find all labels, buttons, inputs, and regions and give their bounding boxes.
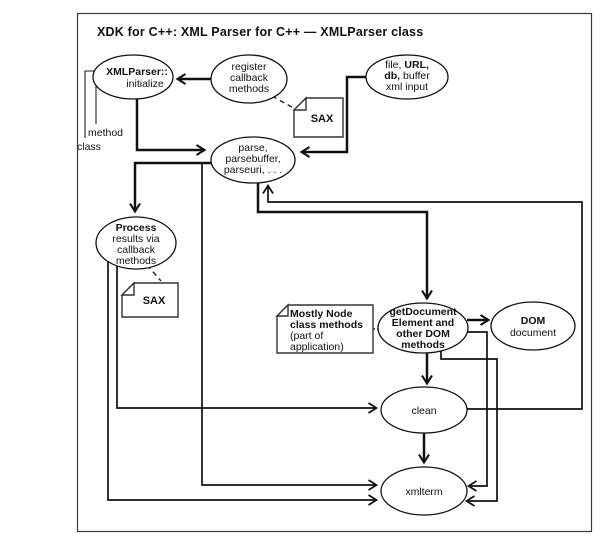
arrow-input-to-parse — [299, 75, 366, 158]
note-node-class-methods: Mostly Node class methods (part of appli… — [275, 303, 374, 354]
arrow-getdocument-to-xmlterm-upper — [466, 331, 488, 492]
node-process-results: Process results via callback methods — [95, 216, 177, 270]
xmlterm-label: xmlterm — [405, 486, 443, 498]
process-line2: results via — [112, 233, 159, 245]
diagram-border — [76, 12, 593, 533]
input-url-label: URL, — [404, 59, 429, 71]
diagram-title: XDK for C++: XML Parser for C++ — XMLPar… — [97, 25, 423, 39]
input-line3: xml input — [386, 81, 428, 93]
sax-document-left: SAX — [120, 281, 179, 318]
arrow-clean-back-to-parse — [262, 183, 583, 410]
getdocument-line1: getDocument — [389, 306, 457, 318]
arrow-parse-to-process — [129, 161, 213, 214]
register-line3: methods — [229, 83, 269, 95]
arrow-getdocument-to-xmlterm-lower — [440, 351, 498, 507]
register-line2: callback — [230, 72, 269, 84]
getdocument-ellipse — [377, 302, 469, 354]
clean-label: clean — [411, 405, 436, 417]
input-line2: db,buffer — [384, 70, 430, 82]
parse-line1: parse, — [238, 142, 267, 154]
parse-ellipse — [210, 136, 296, 184]
input-line1: file,URL, — [385, 59, 429, 71]
sax-left-label: SAX — [143, 295, 166, 307]
class-label: class — [77, 141, 101, 153]
domdocument-line2: document — [510, 327, 556, 339]
domdocument-line1: DOM — [521, 315, 546, 327]
register-line1: register — [231, 61, 267, 73]
note-line2: class methods — [290, 319, 363, 331]
getdocument-line2: Element and — [392, 317, 454, 329]
note-line1: Mostly Node — [290, 308, 353, 320]
input-file-label: file, — [385, 59, 401, 71]
arrow-parse-to-xmlterm — [201, 163, 379, 491]
node-clean: clean — [380, 386, 468, 434]
arrow-parse-to-getdocument — [256, 181, 433, 301]
xmlparser-ellipse — [92, 54, 174, 100]
sax-top-label: SAX — [311, 113, 334, 125]
xmlterm-ellipse — [380, 466, 468, 516]
node-xmlparser-initialize: XMLParser:: initialize — [92, 54, 174, 100]
process-line1: Process — [116, 222, 157, 234]
input-ellipse — [365, 54, 449, 100]
node-getdocument: getDocument Element and other DOM method… — [377, 302, 469, 354]
getdocument-line3: other DOM — [396, 328, 450, 340]
sax-top-fold-icon — [292, 96, 307, 111]
note-line4: application) — [290, 341, 344, 353]
xmlparser-method-label: initialize — [126, 78, 164, 90]
arrow-process-to-clean — [116, 266, 379, 414]
method-label: method — [88, 127, 123, 139]
node-xml-input: file,URL, db,buffer xml input — [365, 54, 449, 100]
register-ellipse — [210, 54, 288, 104]
getdocument-line4: methods — [401, 339, 445, 351]
process-ellipse — [95, 216, 177, 270]
note-fold-icon — [275, 303, 289, 317]
parse-line3: parseuri, . . . — [224, 164, 282, 176]
sax-document-top: SAX — [292, 96, 344, 138]
xmlparser-class-label: XMLParser:: — [106, 66, 168, 78]
arrow-initialize-to-parse — [135, 99, 207, 156]
node-xmlterm: xmlterm — [380, 466, 468, 516]
sax-left-fold-icon — [120, 281, 135, 296]
node-parse: parse, parsebuffer, parseuri, . . . — [210, 136, 296, 184]
node-dom-document: DOM document — [490, 301, 576, 351]
input-db-label: db, — [384, 70, 400, 82]
input-buffer-label: buffer — [403, 70, 430, 82]
dashed-register-to-sax — [271, 95, 298, 111]
process-line4: methods — [116, 255, 156, 267]
node-register-callback: register callback methods — [210, 54, 288, 104]
parse-line2: parsebuffer, — [225, 153, 280, 165]
clean-ellipse — [380, 386, 468, 434]
note-line3: (part of — [290, 330, 323, 342]
arrow-process-to-xmlterm — [107, 262, 379, 506]
domdocument-ellipse — [490, 301, 576, 351]
process-line3: callback — [117, 244, 156, 256]
